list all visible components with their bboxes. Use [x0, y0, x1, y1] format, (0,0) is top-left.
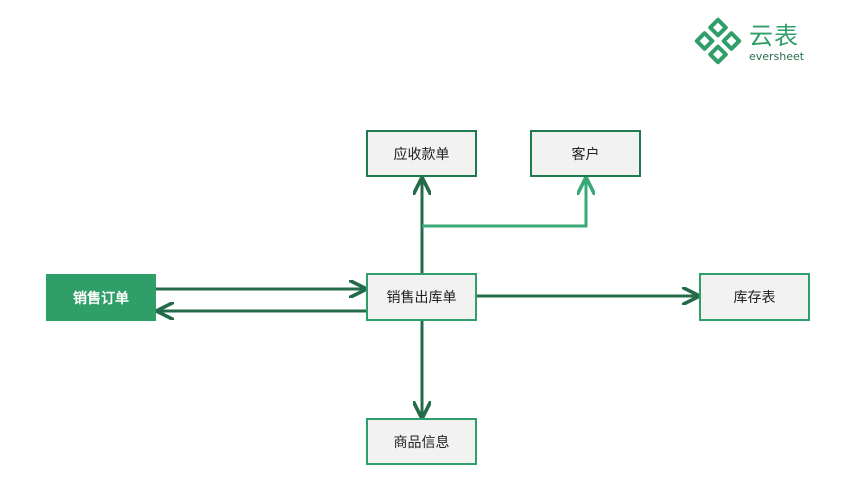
eversheet-logo: 云表 eversheet [693, 14, 823, 68]
arrow-outbound-to-customer [422, 179, 586, 228]
node-sales-outbound[interactable]: 销售出库单 [366, 273, 477, 321]
node-sales-order[interactable]: 销售订单 [46, 274, 156, 321]
logo-name-cn: 云表 [749, 22, 799, 50]
node-product-info[interactable]: 商品信息 [366, 418, 477, 465]
node-receivable[interactable]: 应收款单 [366, 130, 477, 177]
logo-name-en: eversheet [749, 50, 805, 63]
node-customer[interactable]: 客户 [530, 130, 641, 177]
node-inventory[interactable]: 库存表 [699, 273, 810, 321]
diamond-grid-logo-icon [694, 17, 742, 65]
